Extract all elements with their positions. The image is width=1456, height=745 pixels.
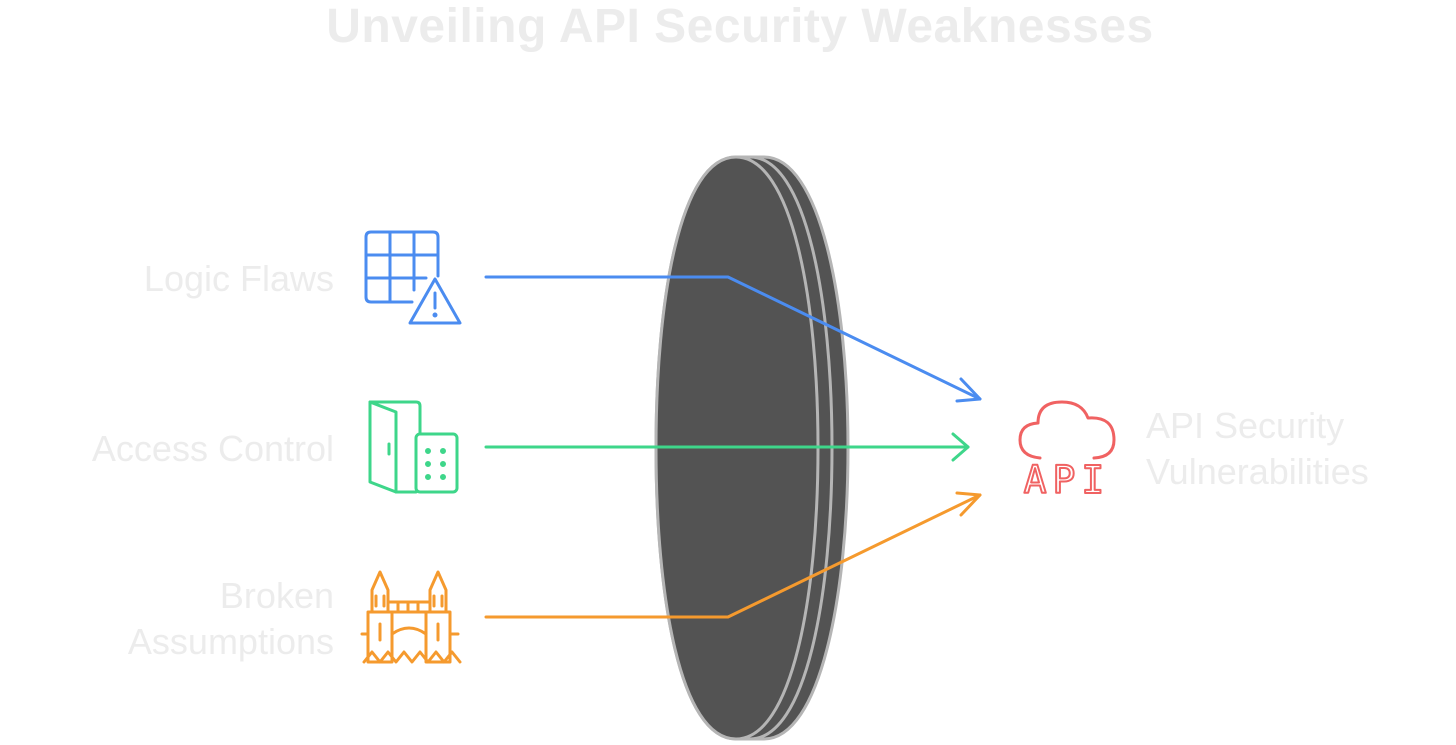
- arrow-access-control: [484, 432, 970, 462]
- arrow-logic-flaws-head: [955, 377, 982, 403]
- input-label-broken-line-2: Assumptions: [127, 621, 334, 662]
- table-warning-icon: [364, 230, 462, 325]
- input-label-broken-line-1: Broken: [219, 575, 334, 616]
- bridge-icon: [360, 570, 462, 664]
- arrow-logic-flaws: [484, 275, 982, 403]
- input-label-broken-assumptions: Broken Assumptions: [128, 573, 334, 665]
- cloud-api-icon-text: API: [1024, 458, 1111, 502]
- target-label: API Security Vulnerabilities: [1146, 403, 1369, 495]
- input-label-access-control: Access Control: [91, 428, 334, 469]
- page-title: Unveiling API Security Weaknesses: [326, 0, 1154, 53]
- target-label-line-1: API Security: [1146, 405, 1345, 446]
- arrow-broken-assumptions-head: [955, 491, 982, 517]
- target-label-line-2: Vulnerabilities: [1146, 451, 1369, 492]
- arrow-broken-assumptions: [484, 491, 982, 619]
- arrow-access-control-head: [951, 432, 970, 462]
- input-label-logic-flaws: Logic Flaws: [143, 258, 334, 299]
- cloud-api-icon: API: [1018, 400, 1116, 503]
- door-keypad-icon: [368, 400, 459, 494]
